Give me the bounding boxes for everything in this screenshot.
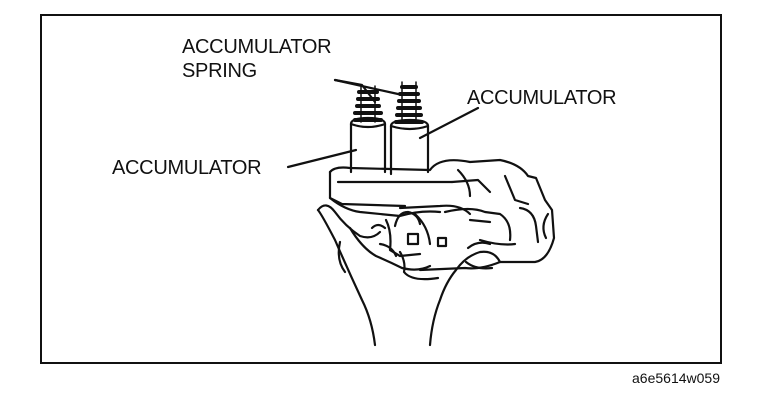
figure-id: a6e5614w059 — [632, 370, 720, 386]
valve-body — [328, 158, 556, 272]
accumulator-spring-label-line1: ACCUMULATOR — [182, 36, 332, 58]
leader-lines — [286, 78, 480, 169]
accumulator-pistons — [349, 116, 430, 176]
accumulator-springs — [353, 81, 424, 124]
illustration-frame — [40, 14, 722, 364]
accumulator-label-right: ACCUMULATOR — [467, 87, 617, 109]
hands — [316, 204, 502, 347]
accumulator-label-left: ACCUMULATOR — [112, 157, 262, 179]
accumulator-spring-label-line2: SPRING — [182, 60, 257, 82]
